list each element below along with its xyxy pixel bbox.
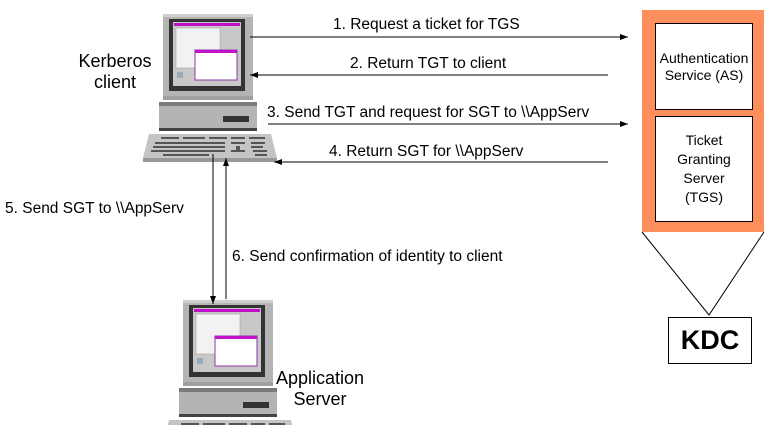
tgs-box: Ticket Granting Server (TGS) (655, 116, 753, 222)
message-label-1: 1. Request a ticket for TGS (333, 16, 520, 33)
message-label-3: 3. Send TGT and request for SGT to \\App… (267, 104, 590, 121)
client-label-line2: client (93, 72, 137, 92)
app-server-label-line1: Application (275, 368, 365, 388)
client-label: Kerberos client (70, 51, 160, 93)
client-computer-icon (142, 13, 278, 163)
message-label-5: 5. Send SGT to \\AppServ (5, 200, 184, 217)
client-label-line1: Kerberos (78, 51, 152, 71)
as-box-line1: Authentication (659, 49, 749, 66)
as-box: Authentication Service (AS) (655, 23, 753, 110)
kdc-panel: Authentication Service (AS) Ticket Grant… (642, 10, 764, 232)
tgs-box-line4: (TGS) (684, 189, 724, 205)
message-label-6: 6. Send confirmation of identity to clie… (232, 248, 503, 265)
kdc-label-box: KDC (668, 317, 752, 364)
app-server-label-line2: Server (293, 389, 347, 409)
app-server-label: Application Server (268, 368, 372, 410)
message-label-2: 2. Return TGT to client (350, 55, 507, 72)
message-label-4: 4. Return SGT for \\AppServ (329, 143, 524, 160)
kdc-label: KDC (680, 325, 740, 355)
tgs-box-line3: Server (683, 170, 725, 186)
as-box-line2: Service (AS) (664, 66, 744, 83)
tgs-box-line2: Granting (677, 151, 731, 167)
kdc-connector (641, 231, 765, 316)
tgs-box-line1: Ticket (685, 132, 723, 148)
